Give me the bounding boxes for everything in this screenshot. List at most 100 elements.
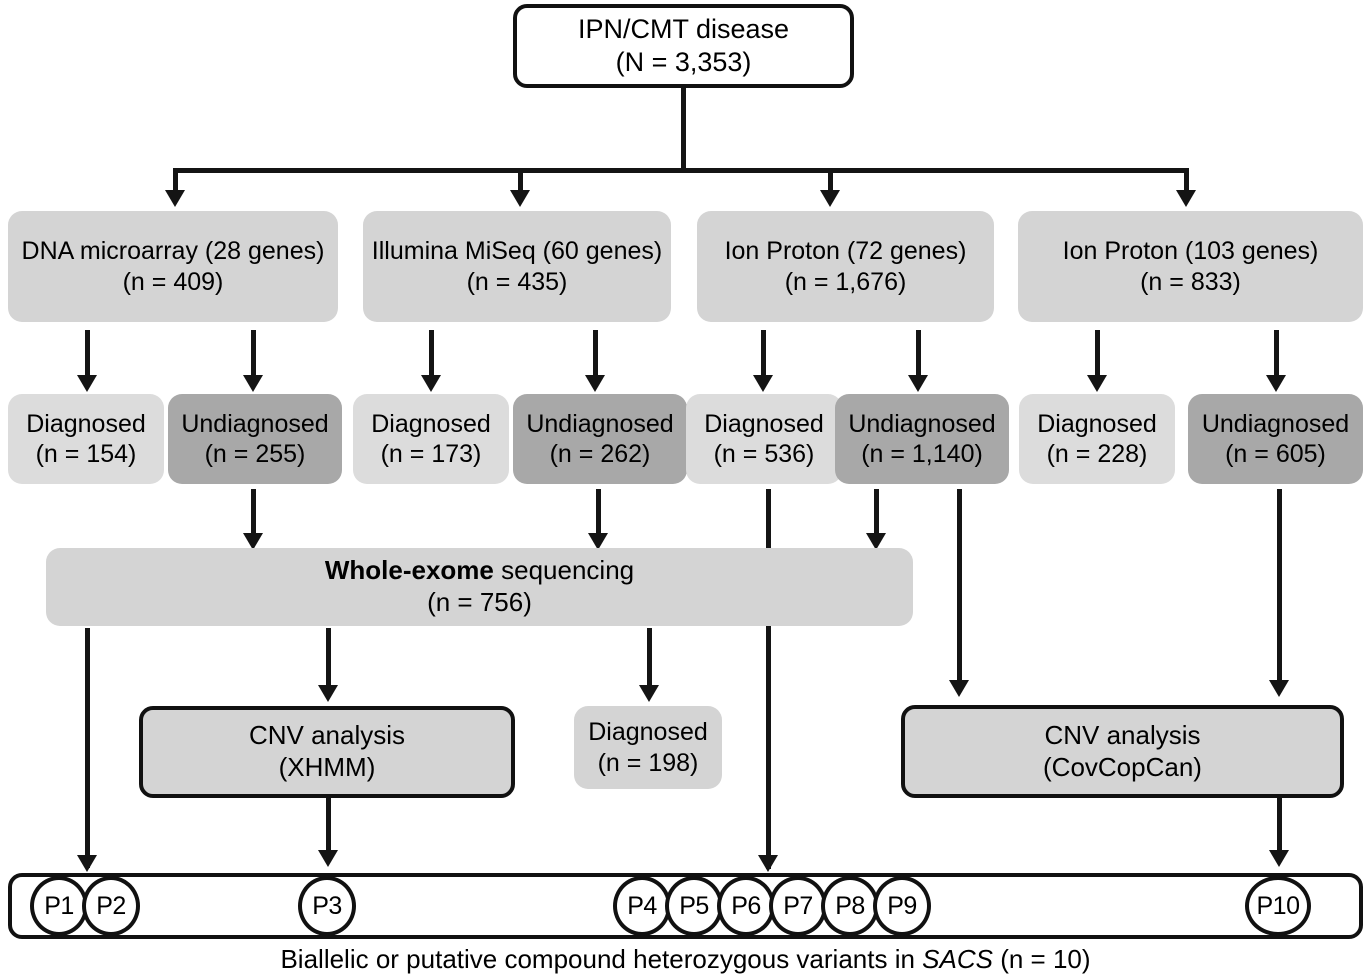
patient-circle-p4: P4 (613, 876, 671, 936)
connector-root-stem (681, 88, 686, 171)
arrowhead-to-diagnosed-4 (1087, 375, 1107, 392)
node-line-1: Undiagnosed (526, 409, 674, 438)
patient-label: P8 (835, 891, 865, 920)
patient-label: P7 (783, 891, 813, 920)
node-line-2: (n = 198) (597, 748, 699, 777)
node-line-2: (CovCopCan) (1043, 751, 1202, 782)
patient-label: P1 (44, 891, 74, 920)
patient-circle-p6: P6 (717, 876, 775, 936)
connector-undiagnosed3-to-covcopcan (957, 489, 962, 684)
node-ipn-cmt-disease: IPN/CMT disease (N = 3,353) (513, 4, 854, 88)
node-line-1: Diagnosed (588, 718, 708, 746)
arrowhead-to-undiagnosed-3 (908, 375, 928, 392)
node-line-2: (N = 3,353) (615, 47, 752, 77)
connector-to-ion-proton-103 (1184, 168, 1189, 193)
connector-to-diagnosed-4 (1095, 330, 1100, 380)
figure-caption: Biallelic or putative compound heterozyg… (0, 944, 1371, 975)
node-line-2: (n = 154) (35, 440, 137, 468)
node-line-1: Diagnosed (704, 409, 824, 438)
node-line-2: (XHMM) (278, 752, 376, 782)
connector-to-undiagnosed-3 (916, 330, 921, 380)
wes-rest-text: sequencing (493, 555, 635, 586)
patient-label: P6 (731, 891, 761, 920)
connector-to-diagnosed-3 (761, 330, 766, 380)
connector-wes-to-diagnosed-wes (647, 628, 652, 690)
arrowhead-covcopcan-to-p10 (1269, 850, 1289, 867)
node-line-2: (n = 409) (122, 267, 224, 296)
node-line-1: Diagnosed (26, 409, 146, 438)
node-line-1: Ion Proton (72 genes) (724, 237, 967, 265)
node-diagnosed-3: Diagnosed (n = 536) (686, 394, 842, 484)
arrowhead-wes-to-diagnosed-wes (639, 685, 659, 702)
node-undiagnosed-4: Undiagnosed (n = 605) (1188, 394, 1363, 484)
patient-label: P4 (627, 891, 657, 920)
patient-circle-p1: P1 (30, 876, 88, 936)
node-line-1: Illumina MiSeq (60 genes) (371, 237, 663, 265)
patient-circle-p2: P2 (82, 876, 140, 936)
connector-undiagnosed2-to-wes (596, 489, 601, 539)
node-diagnosed-1: Diagnosed (n = 154) (8, 394, 164, 484)
arrowhead-to-undiagnosed-1 (243, 375, 263, 392)
arrowhead-to-undiagnosed-4 (1266, 375, 1286, 392)
connector-to-dna-microarray (173, 168, 178, 193)
patient-circle-p10: P10 (1245, 876, 1311, 936)
node-undiagnosed-1: Undiagnosed (n = 255) (168, 394, 342, 484)
arrowhead-to-diagnosed-1 (77, 375, 97, 392)
node-line-1: IPN/CMT disease (577, 14, 790, 45)
node-line-2: (n = 262) (549, 440, 651, 468)
patient-label: P3 (312, 891, 342, 920)
connector-undiagnosed4-to-covcopcan (1277, 489, 1282, 684)
arrowhead-wes-to-xhmm (318, 685, 338, 702)
wes-bold-text: Whole-exome (324, 555, 494, 586)
node-line-2: (n = 536) (713, 440, 815, 468)
node-line-2: (n = 1,676) (784, 267, 907, 296)
node-line-1: CNV analysis (248, 720, 406, 751)
connector-to-undiagnosed-1 (251, 330, 256, 380)
arrowhead-to-dna-microarray (165, 190, 185, 207)
node-line-1: CNV analysis (1044, 719, 1201, 750)
node-line-2: (n = 833) (1140, 267, 1241, 296)
arrowhead-xhmm-to-p3 (318, 850, 338, 867)
node-line-2: (n = 1,140) (861, 440, 983, 468)
node-diagnosed-4: Diagnosed (n = 228) (1019, 394, 1175, 484)
arrowhead-to-undiagnosed-2 (585, 375, 605, 392)
connector-to-ion-proton-72 (828, 168, 833, 193)
arrowhead-wes-to-p1p2 (77, 855, 97, 872)
arrowhead-to-diagnosed-2 (421, 375, 441, 392)
caption-after: (n = 10) (992, 944, 1091, 974)
connector-to-illumina-miseq (518, 168, 523, 193)
node-line-1: Undiagnosed (848, 409, 996, 438)
patient-label: P10 (1256, 891, 1300, 920)
connector-xhmm-to-p3 (326, 798, 331, 853)
node-line-1: Diagnosed (1037, 409, 1157, 438)
patient-label: P9 (887, 891, 917, 920)
arrowhead-to-diagnosed-3 (753, 375, 773, 392)
node-line-2: (n = 756) (427, 587, 532, 617)
node-line-2: (n = 228) (1046, 440, 1148, 468)
node-undiagnosed-2: Undiagnosed (n = 262) (513, 394, 687, 484)
arrowhead-undiagnosed2-to-wes (588, 533, 608, 550)
patient-circle-p8: P8 (821, 876, 879, 936)
node-whole-exome-sequencing: Whole-exome sequencing (n = 756) (46, 548, 913, 626)
patient-label: P2 (96, 891, 126, 920)
node-dna-microarray: DNA microarray (28 genes) (n = 409) (8, 211, 338, 322)
arrowhead-undiagnosed1-to-wes (243, 533, 263, 550)
patient-circle-p9: P9 (873, 876, 931, 936)
node-line-2: (n = 173) (380, 440, 482, 468)
node-ion-proton-103: Ion Proton (103 genes) (n = 833) (1018, 211, 1363, 322)
connector-wes-to-xhmm (326, 628, 331, 690)
node-line-1: Diagnosed (371, 409, 491, 438)
node-line-1: Whole-exome sequencing (325, 555, 634, 587)
node-ion-proton-72: Ion Proton (72 genes) (n = 1,676) (697, 211, 994, 322)
arrowhead-diagnosed3-to-patients (758, 855, 778, 872)
node-diagnosed-2: Diagnosed (n = 173) (353, 394, 509, 484)
arrowhead-to-ion-proton-72 (820, 190, 840, 207)
connector-wes-to-p1p2 (85, 628, 90, 868)
connector-to-diagnosed-1 (85, 330, 90, 380)
node-line-2: (n = 435) (466, 267, 568, 296)
caption-gene-name: SACS (922, 944, 993, 974)
connector-to-diagnosed-2 (429, 330, 434, 380)
node-line-2: (n = 605) (1225, 440, 1326, 468)
connector-undiagnosed1-to-wes (251, 489, 256, 539)
